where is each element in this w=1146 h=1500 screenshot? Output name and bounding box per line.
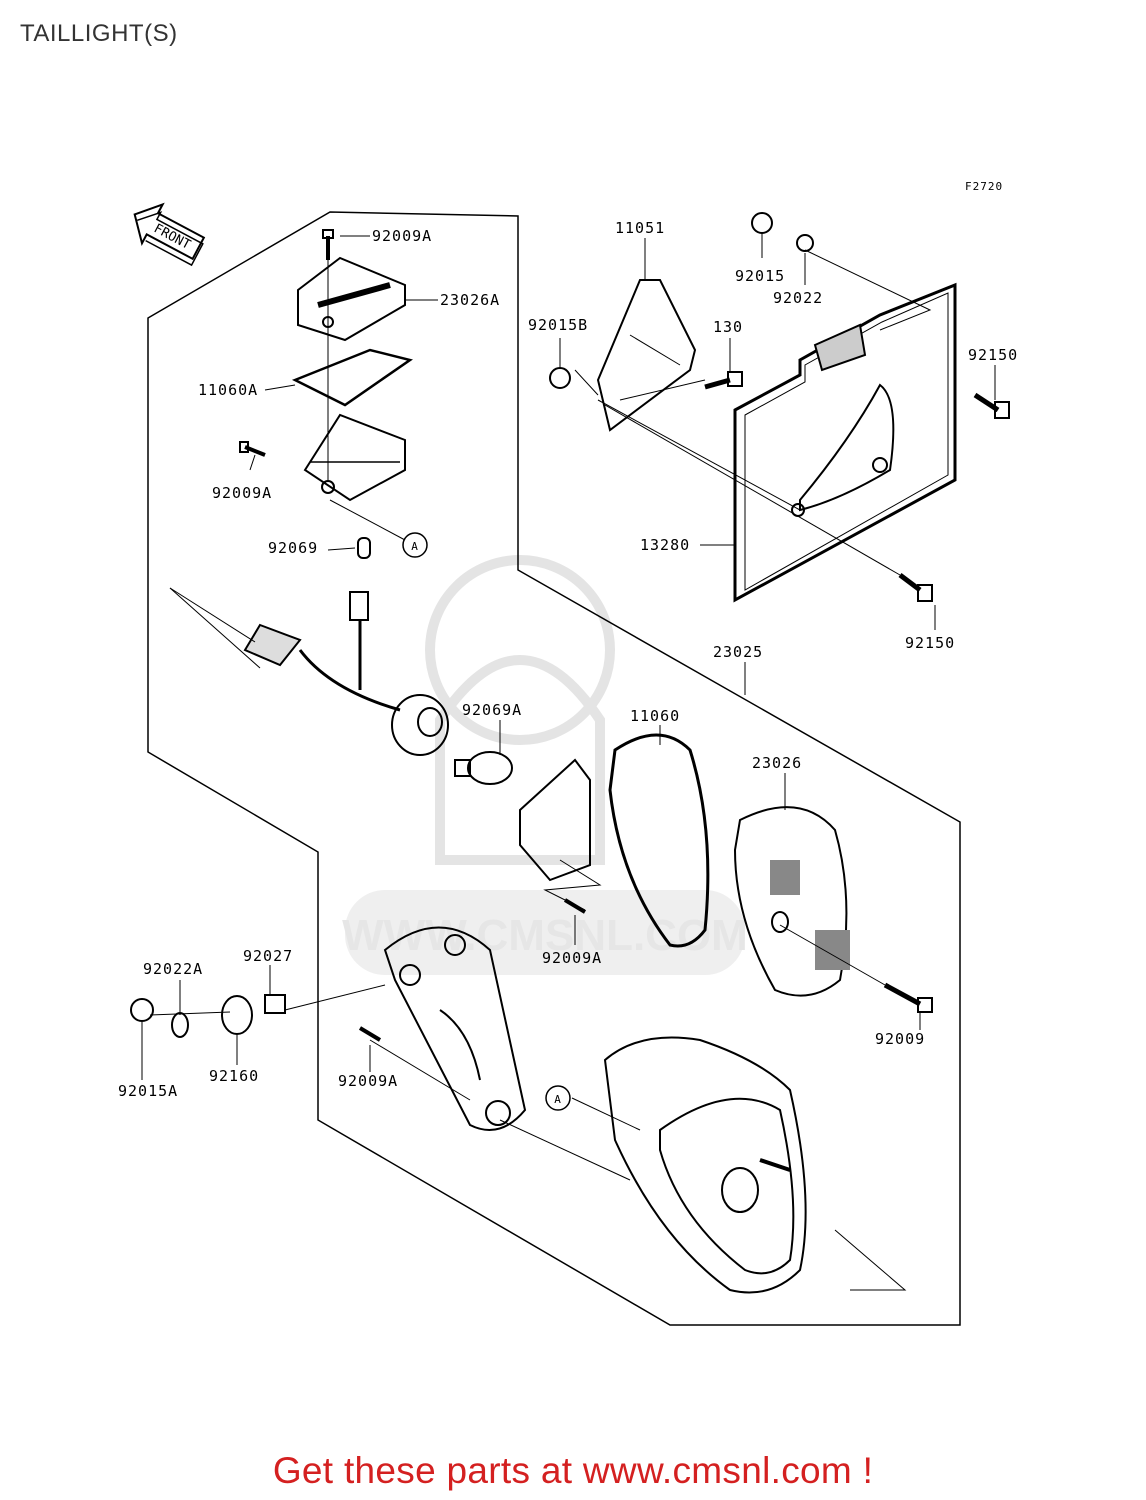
part-label: 92009A	[212, 484, 272, 502]
part-label: 92015	[735, 267, 785, 285]
part-label: 130	[713, 318, 743, 336]
front-arrow-icon: FRONT	[133, 202, 206, 267]
footer-promo[interactable]: Get these parts at www.cmsnl.com !	[272, 1450, 874, 1491]
part-label: 92150	[905, 634, 955, 652]
license-lamp-housing	[303, 413, 406, 502]
wiring-harness	[243, 591, 449, 756]
part-label: 23026A	[440, 291, 500, 309]
part-label: 23026	[752, 754, 802, 772]
mounting-bracket	[383, 926, 527, 1131]
part-label: 11051	[615, 219, 665, 237]
nut-icon	[549, 367, 571, 389]
screw-icon	[239, 441, 266, 457]
bolt-icon	[898, 573, 933, 602]
part-label: 92022	[773, 289, 823, 307]
screw-icon	[358, 1026, 382, 1042]
screw-icon	[322, 229, 334, 260]
reflector-bracket	[519, 758, 591, 882]
svg-text:A: A	[554, 1093, 562, 1106]
cmsnl-watermark: WWW.CMSNL.COM	[342, 555, 748, 975]
part-label: 92009A	[542, 949, 602, 967]
watermark-text: WWW.CMSNL.COM	[342, 911, 748, 960]
tail-lens	[733, 806, 850, 997]
part-label: 11060	[630, 707, 680, 725]
grommet-icon	[221, 995, 253, 1035]
lens-gasket	[608, 733, 710, 948]
part-label: 92160	[209, 1067, 259, 1085]
part-label: 92069A	[462, 701, 522, 719]
collar-icon	[264, 994, 286, 1014]
page-title: TAILLIGHT(S)	[20, 20, 178, 47]
part-label: 92015B	[528, 316, 588, 334]
part-label: 92009A	[372, 227, 432, 245]
bolt-icon	[704, 371, 743, 390]
parts-diagram: WWW.CMSNL.COM FRONT	[118, 180, 1018, 1326]
part-label: 92015A	[118, 1082, 178, 1100]
part-label: 23025	[713, 643, 763, 661]
part-label: 92150	[968, 346, 1018, 364]
license-lamp-cover	[297, 256, 406, 342]
ref-a-marker: A	[402, 532, 428, 558]
bolt-icon	[883, 982, 933, 1013]
part-label: 92009A	[338, 1072, 398, 1090]
washer-icon	[171, 1012, 189, 1038]
part-label: 11060A	[198, 381, 258, 399]
part-label: 13280	[640, 536, 690, 554]
nut-icon	[130, 998, 154, 1022]
svg-text:A: A	[411, 540, 419, 553]
tail-bulb-icon	[454, 751, 513, 785]
part-label: 92027	[243, 947, 293, 965]
part-label: 92022A	[143, 960, 203, 978]
assembly-outline	[147, 211, 961, 1326]
part-label: 92069	[268, 539, 318, 557]
ref-a-marker: A	[545, 1085, 571, 1111]
part-label: 92009	[875, 1030, 925, 1048]
taillight-housing	[603, 1036, 807, 1294]
washer-icon	[796, 234, 814, 252]
wedge-bulb-icon	[357, 537, 371, 559]
license-bracket	[596, 279, 697, 432]
license-lamp-gasket	[291, 348, 413, 407]
leader-lines	[141, 232, 996, 1181]
nut-icon	[751, 212, 773, 234]
bolt-icon	[973, 392, 1010, 419]
reflector-plate	[733, 282, 957, 603]
figure-code: F2720	[965, 180, 1003, 193]
